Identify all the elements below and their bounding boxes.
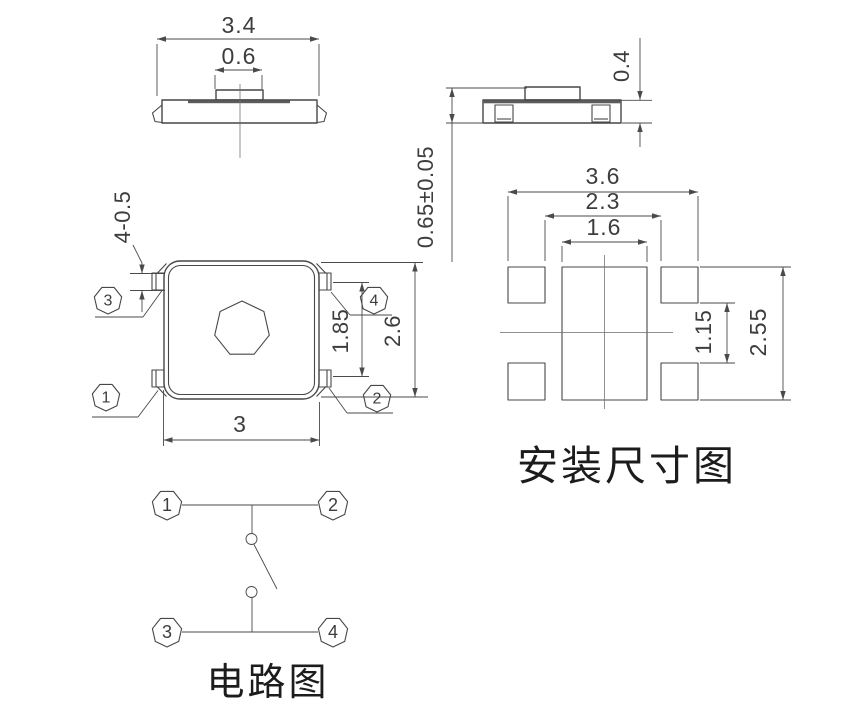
dim-mount-overall-height: 2.55 — [700, 266, 791, 401]
stem-outline — [524, 86, 581, 101]
base-outline — [482, 99, 622, 124]
pin-tab-top-left — [151, 272, 165, 291]
dim-mount-pad-gap: 1.15 — [691, 302, 735, 364]
circuit-view-caption: 电路图 — [206, 662, 329, 704]
contact-bottom — [245, 586, 258, 598]
body-outer-outline — [163, 260, 320, 400]
right-terminal — [591, 104, 611, 123]
dim-body-height: 2.6 — [321, 262, 428, 398]
dim-label-mount-outer-width: 3.6 — [586, 163, 621, 189]
balloon-outline — [151, 490, 183, 521]
dim-stem-width: 0.6 — [214, 43, 263, 89]
switch-lever — [253, 544, 278, 590]
dim-label-stem-width: 0.6 — [222, 43, 257, 69]
balloon-outline — [362, 384, 392, 413]
dim-label-mount-inner-width: 2.3 — [586, 188, 621, 214]
switch-body-profile — [482, 86, 622, 124]
dim-pin-row-pitch: 1.85 — [328, 282, 369, 377]
dim-label-total-height: 0.65±0.05 — [413, 146, 438, 248]
dim-mount-inner-width: 2.3 — [544, 188, 662, 261]
balloon-outline — [151, 617, 183, 648]
balloon-number: 1 — [102, 390, 111, 407]
cover-plate-band — [188, 100, 290, 104]
balloon-number: 3 — [162, 622, 172, 642]
dim-label-base-height: 0.4 — [609, 50, 634, 82]
balloon-pin-3: 3 — [93, 286, 163, 318]
dim-label-mount-center-width: 1.6 — [587, 214, 622, 240]
land-pattern — [500, 255, 699, 409]
dim-total-height: 0.65±0.05 — [413, 87, 527, 262]
dim-label-body-width: 3 — [233, 411, 247, 437]
body-inner-outline — [167, 264, 316, 396]
balloon-outline — [91, 383, 121, 412]
circuit-balloon-pin-1: 1 — [151, 490, 183, 521]
actuator-button — [214, 300, 270, 355]
dim-label-overall-width: 3.4 — [222, 12, 257, 38]
circuit-balloon-pin-3: 3 — [151, 617, 183, 648]
balloon-outline — [317, 490, 349, 521]
chamfer-bottom-right — [316, 386, 327, 397]
switch-body-side — [151, 84, 328, 158]
balloon-number: 3 — [104, 293, 113, 310]
dim-overall-width: 3.4 — [156, 12, 320, 96]
pin-tab-bottom-left — [151, 369, 165, 388]
right-lead-foot — [316, 104, 328, 124]
dim-label-mount-overall-height: 2.55 — [745, 308, 771, 357]
pad-top-left — [507, 266, 546, 304]
balloon-pin-2: 2 — [328, 384, 393, 414]
balloon-outline — [359, 286, 389, 315]
balloon-number: 4 — [328, 622, 338, 642]
balloon-number: 2 — [373, 391, 382, 408]
pin-tab-bottom-right — [318, 369, 332, 388]
pin-tab-top-right — [318, 272, 332, 291]
balloon-outline — [317, 617, 349, 648]
balloon-number: 4 — [370, 293, 379, 310]
dim-base-height: 0.4 — [609, 38, 652, 147]
chamfer-top-right — [316, 263, 327, 274]
balloon-number: 1 — [162, 495, 172, 515]
balloon-number: 2 — [328, 495, 338, 515]
balloon-pin-1: 1 — [91, 383, 159, 418]
dim-body-width: 3 — [163, 390, 320, 446]
chamfer-top-left — [156, 263, 167, 274]
dim-mount-center-width: 1.6 — [561, 214, 648, 262]
pad-bottom-right — [660, 362, 699, 401]
stem-outline — [215, 89, 264, 101]
dim-label-pin-row-pitch: 1.85 — [328, 309, 353, 354]
pad-bottom-left — [507, 362, 546, 401]
dim-pin-spec: 4-0.5 — [110, 191, 165, 312]
mounting-view-caption: 安装尺寸图 — [517, 443, 737, 489]
balloon-outline — [93, 286, 123, 315]
circuit-view: 1 2 3 4 电路图 — [151, 490, 349, 704]
chamfer-bottom-left — [156, 386, 167, 397]
dim-label-body-height: 2.6 — [380, 315, 405, 347]
left-lead-foot — [151, 104, 163, 124]
circuit-balloon-pin-2: 2 — [317, 490, 349, 521]
dim-label-pin-spec: 4-0.5 — [110, 191, 135, 244]
switch-body-top — [151, 260, 332, 400]
pad-top-right — [660, 266, 699, 304]
cover-plate-band — [483, 100, 621, 104]
mounting-view: 3.6 2.3 1.6 1.15 2.55 — [500, 163, 791, 489]
base-outline — [161, 99, 318, 124]
top-view: 4-0.5 1.85 2.6 3 — [91, 191, 428, 446]
dim-label-mount-pad-gap: 1.15 — [691, 310, 716, 355]
balloon-pin-4: 4 — [330, 286, 392, 316]
side-view-profile: 0.4 0.65±0.05 — [413, 38, 652, 262]
contact-top — [245, 533, 258, 545]
left-terminal — [494, 104, 514, 123]
circuit-balloon-pin-4: 4 — [317, 617, 349, 648]
dim-mount-outer-width: 3.6 — [507, 163, 699, 261]
side-view-front: 3.4 0.6 — [151, 12, 328, 158]
